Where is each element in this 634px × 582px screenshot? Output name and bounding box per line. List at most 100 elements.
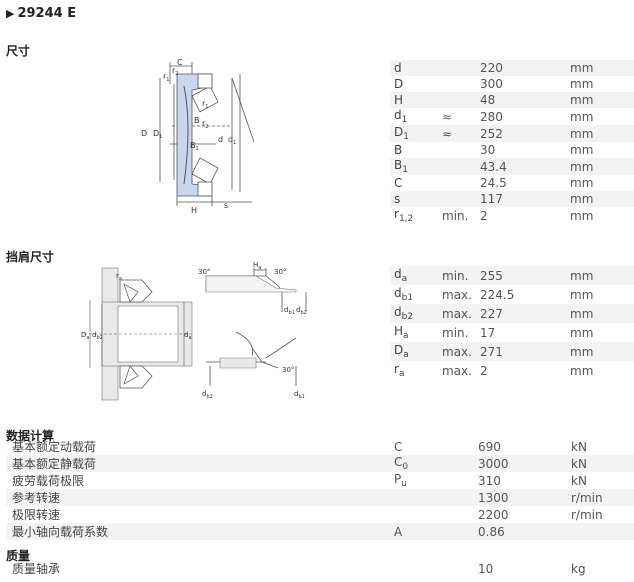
- label-angle-2: 30°: [274, 268, 286, 276]
- label-r2: r2: [172, 66, 178, 77]
- label-C: C: [177, 58, 183, 67]
- param-value: 280: [480, 109, 503, 124]
- param-qualifier: min.: [442, 208, 469, 223]
- calc-label: 基本额定动载荷: [12, 440, 97, 454]
- param-value: 220: [480, 60, 570, 76]
- calc-unit: kg: [571, 561, 586, 576]
- calc-value: 310: [478, 473, 501, 488]
- calc-label: 参考转速: [6, 489, 394, 506]
- calc-symbol: Pu: [394, 472, 407, 489]
- label-ra: ra: [116, 272, 122, 282]
- calc-symbol: [394, 506, 478, 523]
- label-da: da: [184, 331, 192, 341]
- mass-table: 质量轴承 10 kg: [6, 560, 634, 577]
- calc-label: 极限转速: [12, 508, 61, 522]
- label-Da: Da: [81, 331, 89, 341]
- section-abutment-heading: 挡肩尺寸: [6, 250, 55, 264]
- label-d1: d1: [228, 135, 236, 146]
- param-value: 252: [480, 125, 570, 142]
- calc-value: 0.86: [478, 523, 571, 540]
- param-value: 30: [480, 143, 496, 157]
- label-db2: db2: [92, 331, 103, 341]
- label-db1-bottom: db1: [294, 390, 305, 400]
- param-unit: mm: [570, 266, 634, 285]
- calc-symbol: C0: [394, 455, 478, 472]
- param-qualifier: min.: [442, 325, 469, 340]
- param-unit: mm: [570, 143, 594, 157]
- label-angle-3: 30°: [282, 366, 294, 374]
- param-unit: mm: [570, 158, 634, 175]
- param-symbol: H: [390, 92, 442, 108]
- calc-symbol: [394, 560, 478, 577]
- label-angle-1: 30°: [198, 268, 210, 276]
- param-symbol: C: [394, 176, 403, 190]
- expand-triangle-icon: ▶: [6, 7, 15, 20]
- param-symbol: s: [390, 191, 442, 207]
- param-qualifier: max.: [442, 304, 480, 323]
- calc-symbol: [394, 489, 478, 506]
- param-symbol: B: [394, 143, 403, 157]
- param-qualifier: [442, 92, 480, 108]
- calc-unit: kN: [571, 439, 587, 454]
- calc-label: 质量轴承: [12, 562, 61, 576]
- label-Ha: Ha: [253, 262, 261, 271]
- bearing-dimension-drawing: C r1 r2 r1 r2 B B1 D D1 d d1 H s: [141, 58, 255, 215]
- calc-unit: r/min: [571, 507, 603, 522]
- param-unit: mm: [570, 191, 634, 207]
- calc-value: 10: [478, 561, 494, 576]
- mass-row: 质量轴承 10 kg: [6, 560, 634, 577]
- param-qualifier: ≈: [442, 125, 480, 142]
- param-unit: mm: [570, 342, 634, 361]
- label-s: s: [224, 201, 228, 210]
- param-symbol: db1: [394, 286, 414, 303]
- param-value: 17: [480, 325, 496, 340]
- calc-label: 疲劳载荷极限: [12, 474, 85, 488]
- abutment-detail-drawing: 30° 30° 30° Ha db1 db2 db2 db1: [198, 262, 307, 400]
- param-unit: mm: [570, 304, 634, 323]
- label-D: D: [141, 129, 147, 138]
- param-symbol: da: [390, 266, 442, 285]
- calc-symbol: C: [394, 439, 403, 454]
- param-unit: mm: [570, 208, 594, 223]
- calc-value: 3000: [478, 455, 571, 472]
- param-unit: mm: [570, 325, 594, 340]
- section-calc-heading: 数据计算: [6, 429, 55, 443]
- param-symbol: ra: [394, 362, 405, 379]
- param-symbol: B1: [390, 158, 442, 175]
- label-db2-top: db2: [296, 306, 307, 316]
- param-unit: mm: [570, 92, 634, 108]
- abutment-mounting-drawing: ra Da db2 da: [81, 267, 193, 401]
- param-unit: mm: [570, 77, 594, 91]
- calc-symbol: A: [394, 523, 478, 540]
- param-value: 227: [480, 304, 570, 323]
- param-value: 271: [480, 342, 570, 361]
- calc-unit: [571, 523, 634, 540]
- product-title-text: 29244 E: [17, 6, 77, 21]
- label-B: B: [194, 116, 200, 125]
- param-qualifier: max.: [442, 363, 472, 378]
- param-symbol: d: [390, 60, 442, 76]
- label-db2-bottom: db2: [202, 390, 213, 400]
- param-unit: mm: [570, 109, 594, 124]
- param-value: 2: [480, 363, 488, 378]
- param-qualifier: ≈: [442, 109, 453, 124]
- param-qualifier: max.: [442, 342, 480, 361]
- param-qualifier: max.: [442, 287, 472, 302]
- label-db1-top: db1: [284, 306, 295, 316]
